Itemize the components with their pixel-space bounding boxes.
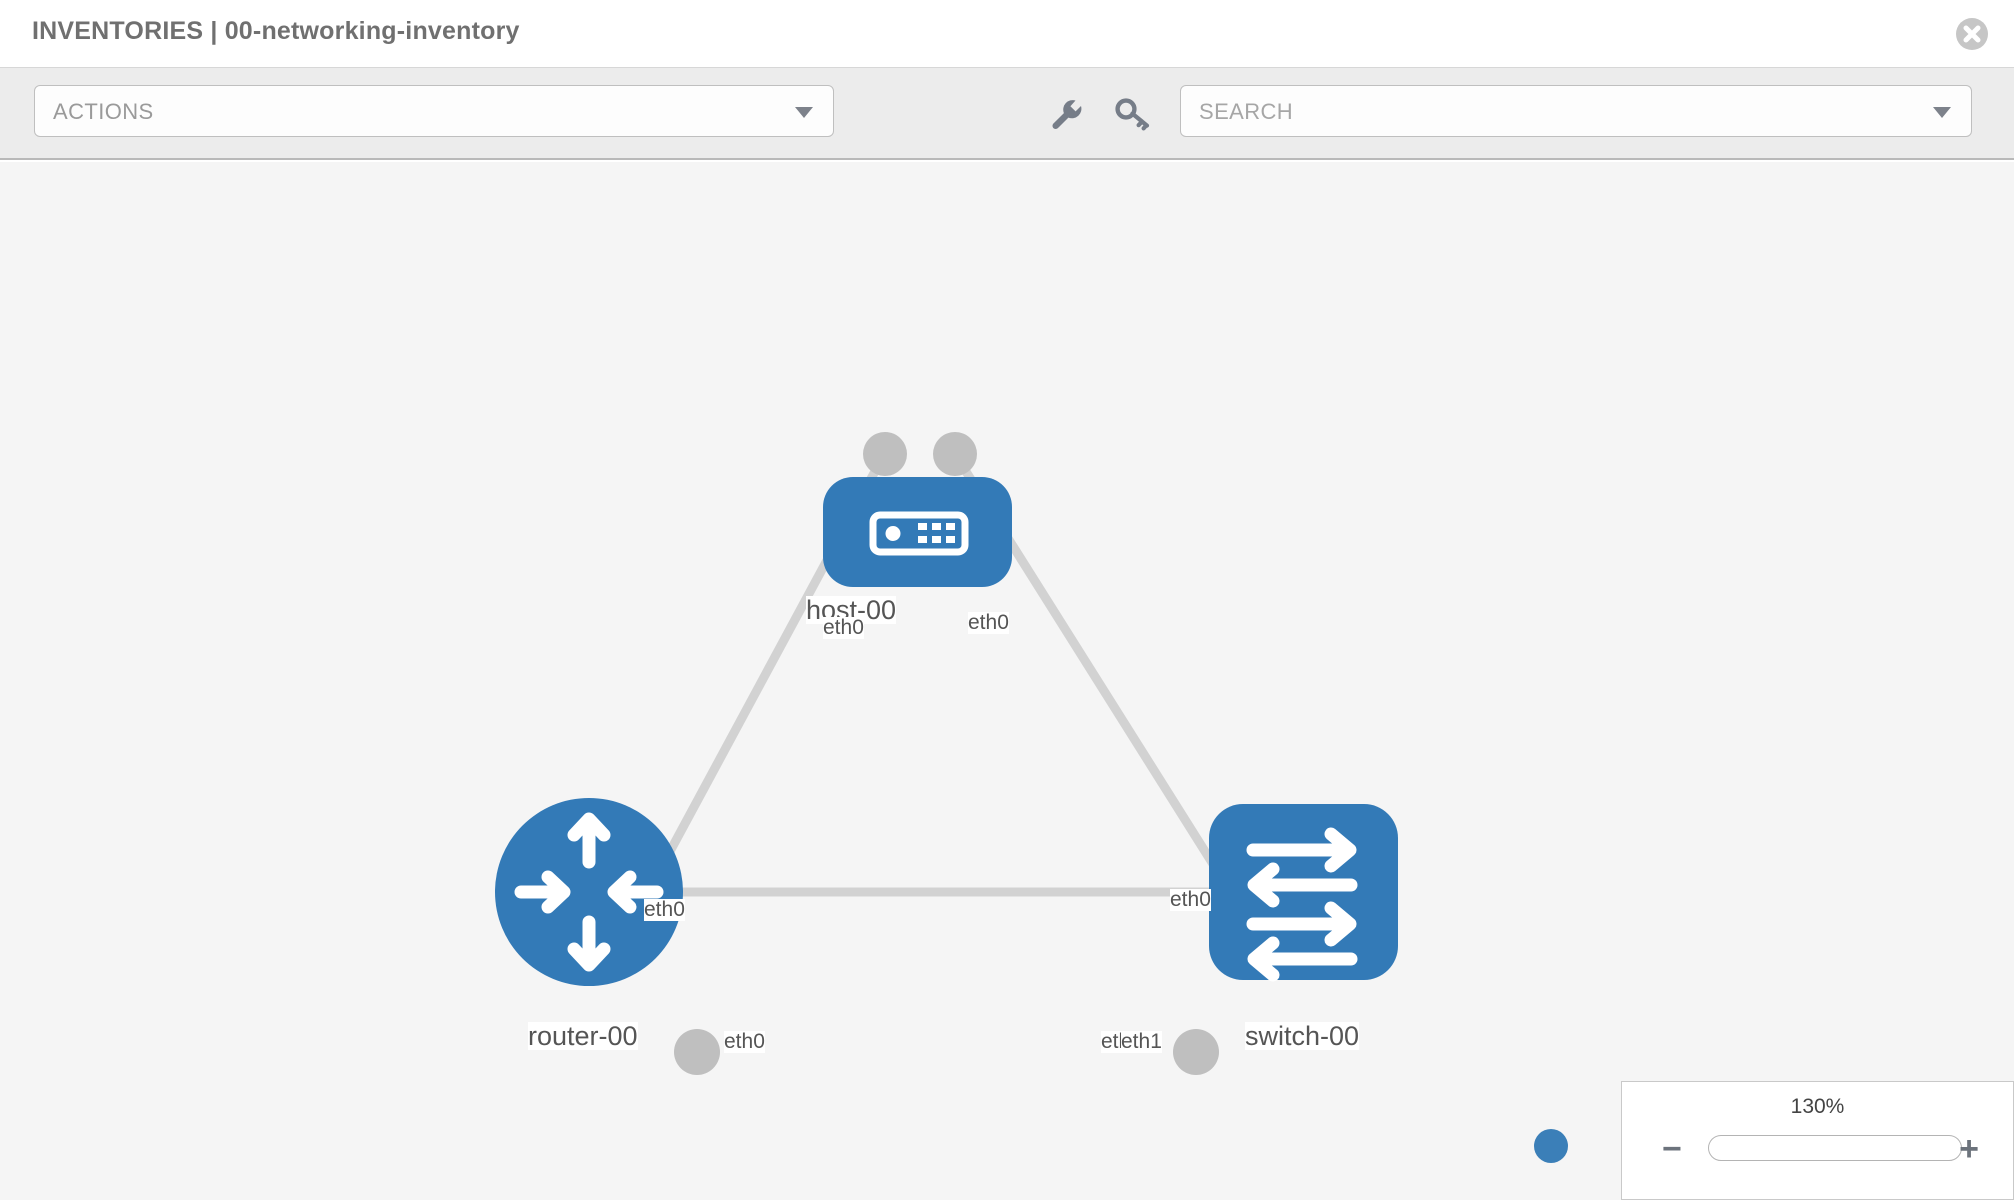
node-label-switch-00: switch-00 <box>1245 1021 1360 1051</box>
port-label: eth0 <box>644 898 685 922</box>
topology-canvas[interactable]: host-00 router-00 switch-00 eth0 eth0 et… <box>0 162 2014 1200</box>
server-icon <box>869 511 969 556</box>
zoom-slider-thumb[interactable] <box>1534 1129 1568 1163</box>
port-label: eth0 <box>968 611 1009 635</box>
actions-dropdown-label: ACTIONS <box>53 99 154 124</box>
search-input[interactable]: SEARCH <box>1180 85 1972 137</box>
port-circle <box>674 1029 720 1075</box>
port-label: eth0 <box>1170 888 1211 912</box>
node-host-00 <box>823 477 1012 587</box>
zoom-percent-label: 130% <box>1790 1095 1845 1118</box>
port-label: eth1 <box>1121 1030 1162 1054</box>
wrench-icon[interactable] <box>1044 92 1086 134</box>
node-switch-00 <box>1209 804 1398 982</box>
router-arrows-icon <box>514 812 664 972</box>
search-placeholder: SEARCH <box>1199 99 1294 124</box>
chevron-down-icon[interactable] <box>1933 107 1951 118</box>
page-title: INVENTORIES | 00-networking-inventory <box>32 17 520 45</box>
port-circle <box>1173 1029 1219 1075</box>
node-router-00 <box>495 798 683 986</box>
switch-arrows-icon <box>1246 827 1358 982</box>
key-icon[interactable] <box>1112 92 1154 134</box>
port-label: eth0 <box>823 616 864 640</box>
page-header: INVENTORIES | 00-networking-inventory <box>0 0 2014 68</box>
port-label: eth0 <box>724 1030 765 1054</box>
zoom-out-button[interactable]: − <box>1662 1130 1682 1168</box>
port-circle <box>933 432 977 476</box>
zoom-in-button[interactable]: + <box>1959 1130 1979 1168</box>
node-label-router-00: router-00 <box>528 1021 638 1051</box>
close-icon[interactable] <box>1956 18 1988 50</box>
zoom-slider-track[interactable] <box>1708 1135 1962 1161</box>
port-circle <box>863 432 907 476</box>
actions-dropdown[interactable]: ACTIONS <box>34 85 834 137</box>
chevron-down-icon <box>795 107 813 118</box>
zoom-control-panel: 130% − + <box>1621 1081 2014 1200</box>
